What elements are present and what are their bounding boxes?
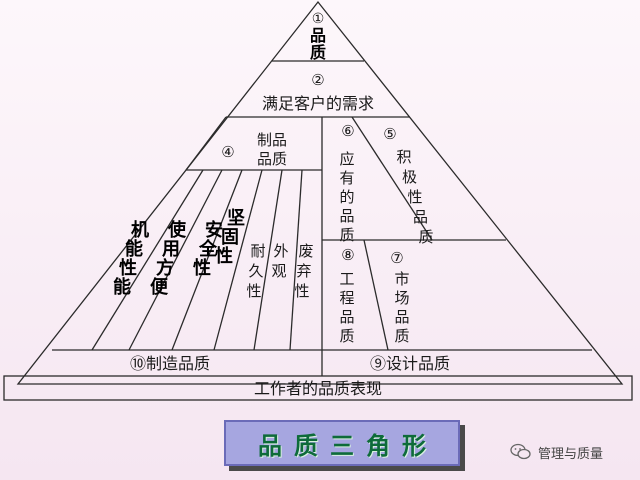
attribute-label: 使用方便 [150,220,187,298]
design-label: ⑨设计品质 [370,354,450,373]
should-vertical-char: 应 [339,150,354,168]
attribute-char: 废 [298,242,313,260]
apex-number: ① [312,11,325,27]
market-vertical-char: 场 [394,289,409,307]
engineering-text: 工程品质 [339,270,354,345]
attribute-char: 外 [273,242,288,260]
engineering-vertical-label: 工程品质 [339,270,354,345]
attribute-char: 全 [198,238,218,260]
should-vertical-label: 应有的品质 [339,150,354,244]
divider-should-positive [351,116,433,241]
worker-bar [3,375,633,401]
wechat-icon [510,443,531,460]
should-vertical-char: 质 [339,226,354,244]
attribute-label: 机能性能 [113,220,149,298]
attribute-char: 耐 [250,242,265,260]
should-vertical-char: 的 [339,188,354,206]
attr-divider-2 [128,169,223,351]
manufacturing-label: ⑩制造品质 [130,354,210,373]
divider-engineering-market [363,239,389,351]
attribute-char: 性 [119,257,137,279]
positive-vertical-char: 极 [402,168,417,186]
attribute-char: 观 [271,262,286,280]
product-line-2: 品质 [257,150,287,168]
product-line-1: 制品 [257,131,287,149]
attribute-char: 方 [156,257,174,279]
attr-divider-4 [213,169,263,351]
should-number: ⑥ [341,122,354,140]
engineering-vertical-char: 品 [339,308,354,326]
watermark: 管理与质量 [510,440,603,464]
should-text: 应有的品质 [339,150,354,244]
engineering-number: ⑧ [341,246,354,264]
positive-vertical-char: 积 [396,148,411,166]
apex-char-1: 品 [310,26,326,45]
attribute-char: 性 [215,245,233,267]
positive-vertical-char: 性 [407,188,422,206]
attr-divider-1 [91,169,204,351]
attribute-label: 坚固性 [215,208,245,267]
market-vertical-char: 品 [394,308,409,326]
attribute-char: 用 [162,239,180,260]
market-text: 市场品质 [394,270,409,345]
positive-number: ⑤ [383,125,396,143]
design-text: 设计品质 [386,354,450,373]
attributes-group: 机能性能使用方便安全性坚固性耐久性外观废弃性 [113,208,314,300]
engineering-vertical-char: 工 [339,270,354,288]
diagram-title: 品质三角形 [258,431,438,460]
engineering-vertical-char: 程 [339,289,354,307]
attribute-char: 使 [167,220,187,241]
market-vertical-char: 质 [394,327,409,345]
attribute-char: 久 [248,262,263,280]
attribute-label: 废弃性 [294,242,313,300]
watermark-text: 管理与质量 [538,446,604,462]
customer-text: 满足客户的需求 [262,94,374,113]
manufacturing-text: 制造品质 [146,354,210,373]
attr-divider-5 [253,169,283,351]
worker-text: 工作者的品质表现 [254,379,382,398]
attribute-char: 弃 [296,262,311,280]
attribute-label: 外观 [271,242,288,280]
attribute-char: 能 [113,276,131,298]
design-number: ⑨ [370,354,386,373]
should-vertical-char: 品 [339,207,354,225]
market-vertical-label: 市场品质 [394,270,409,345]
triangle-outline [16,0,624,385]
positive-vertical-char: 品 [413,208,428,226]
positive-vertical-char: 质 [418,228,433,246]
market-number: ⑦ [390,249,403,267]
attribute-char: 能 [125,238,143,260]
should-vertical-char: 有 [339,169,354,187]
attribute-label: 耐久性 [246,242,265,300]
engineering-vertical-char: 质 [339,327,354,345]
attr-divider-6 [289,169,303,351]
divider-product-left [185,116,227,171]
attribute-char: 机 [131,220,149,241]
positive-text: 积极性品质 [396,148,433,246]
positive-vertical-label: 积极性品质 [396,148,433,246]
title-box: 品质三角形 [224,420,460,466]
attribute-char: 坚 [227,208,245,229]
attr-divider-3 [171,169,243,351]
attribute-char: 安 [205,219,223,241]
attribute-char: 性 [246,282,261,300]
apex-char-2: 质 [310,43,326,62]
attribute-char: 固 [221,227,239,248]
attribute-char: 性 [294,282,309,300]
customer-number: ② [311,71,324,89]
manufacturing-number: ⑩ [130,354,146,373]
attribute-label: 安全性 [193,219,223,279]
market-vertical-char: 市 [394,270,409,288]
product-number: ④ [221,143,234,161]
attribute-char: 便 [150,276,169,298]
attribute-char: 性 [193,257,211,279]
